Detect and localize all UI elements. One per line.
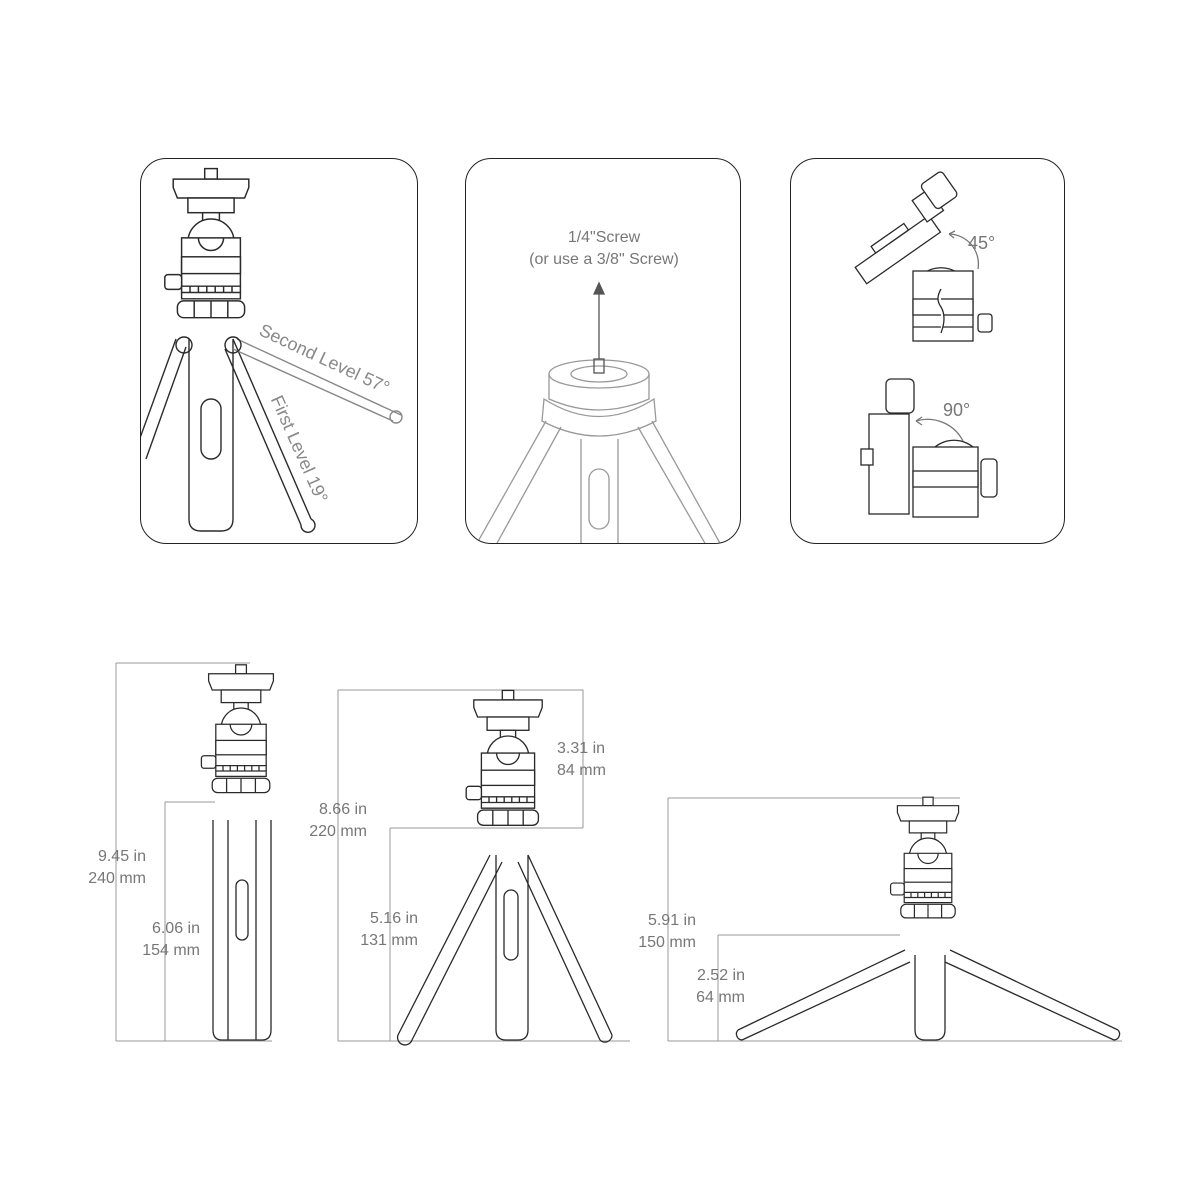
dimension-inches: 6.06 in	[151, 920, 200, 937]
tilt-90-label: 90°	[943, 400, 971, 420]
dimension-mm: 150 mm	[638, 934, 696, 951]
dimension-inches: 3.31 in	[557, 740, 606, 757]
dimension-mm: 84 mm	[557, 762, 606, 779]
tripod-1-total-height: 9.45 in 240 mm	[60, 846, 146, 890]
tilt-45-label: 45°	[968, 233, 996, 253]
tripod-2-head-height: 3.31 in 84 mm	[557, 738, 606, 782]
dimension-lines	[115, 662, 1122, 1042]
tripod-3-total-height: 5.91 in 150 mm	[610, 910, 696, 954]
screw-mount-drawing	[476, 281, 721, 543]
ball-head-tilt-drawing	[854, 171, 998, 518]
screw-label: 1/4"Screw (or use a 3/8" Screw)	[466, 227, 740, 271]
dimension-inches: 8.66 in	[318, 801, 367, 818]
tripod-folded	[200, 664, 275, 1041]
dimension-inches: 5.16 in	[369, 910, 418, 927]
screw-alternative-text: (or use a 3/8" Screw)	[529, 251, 679, 268]
screw-size-text: 1/4"Screw	[567, 229, 641, 246]
tripod-low	[735, 796, 1121, 1041]
dimension-mm: 131 mm	[360, 932, 418, 949]
dimension-inches: 5.91 in	[647, 912, 696, 929]
tripod-leg-angles-drawing	[141, 167, 403, 533]
dimension-mm: 64 mm	[696, 989, 745, 1006]
panel-leg-angles: Second Level 57° First Level 19°	[140, 158, 418, 544]
tripod-3-base-height: 2.52 in 64 mm	[660, 965, 745, 1009]
dimension-mm: 240 mm	[88, 870, 146, 887]
tripod-1-base-height: 6.06 in 154 mm	[110, 918, 200, 962]
tripod-standard	[396, 689, 613, 1046]
tripod-2-total-height: 8.66 in 220 mm	[280, 799, 367, 843]
panel-head-tilt: 45° 90°	[790, 158, 1065, 544]
dimension-mm: 220 mm	[309, 823, 367, 840]
dimension-mm: 154 mm	[142, 942, 200, 959]
dimension-inches: 9.45 in	[97, 848, 146, 865]
dimension-inches: 2.52 in	[696, 967, 745, 984]
tripod-2-base-height: 5.16 in 131 mm	[330, 908, 418, 952]
panel-screw: 1/4"Screw (or use a 3/8" Screw)	[465, 158, 741, 544]
